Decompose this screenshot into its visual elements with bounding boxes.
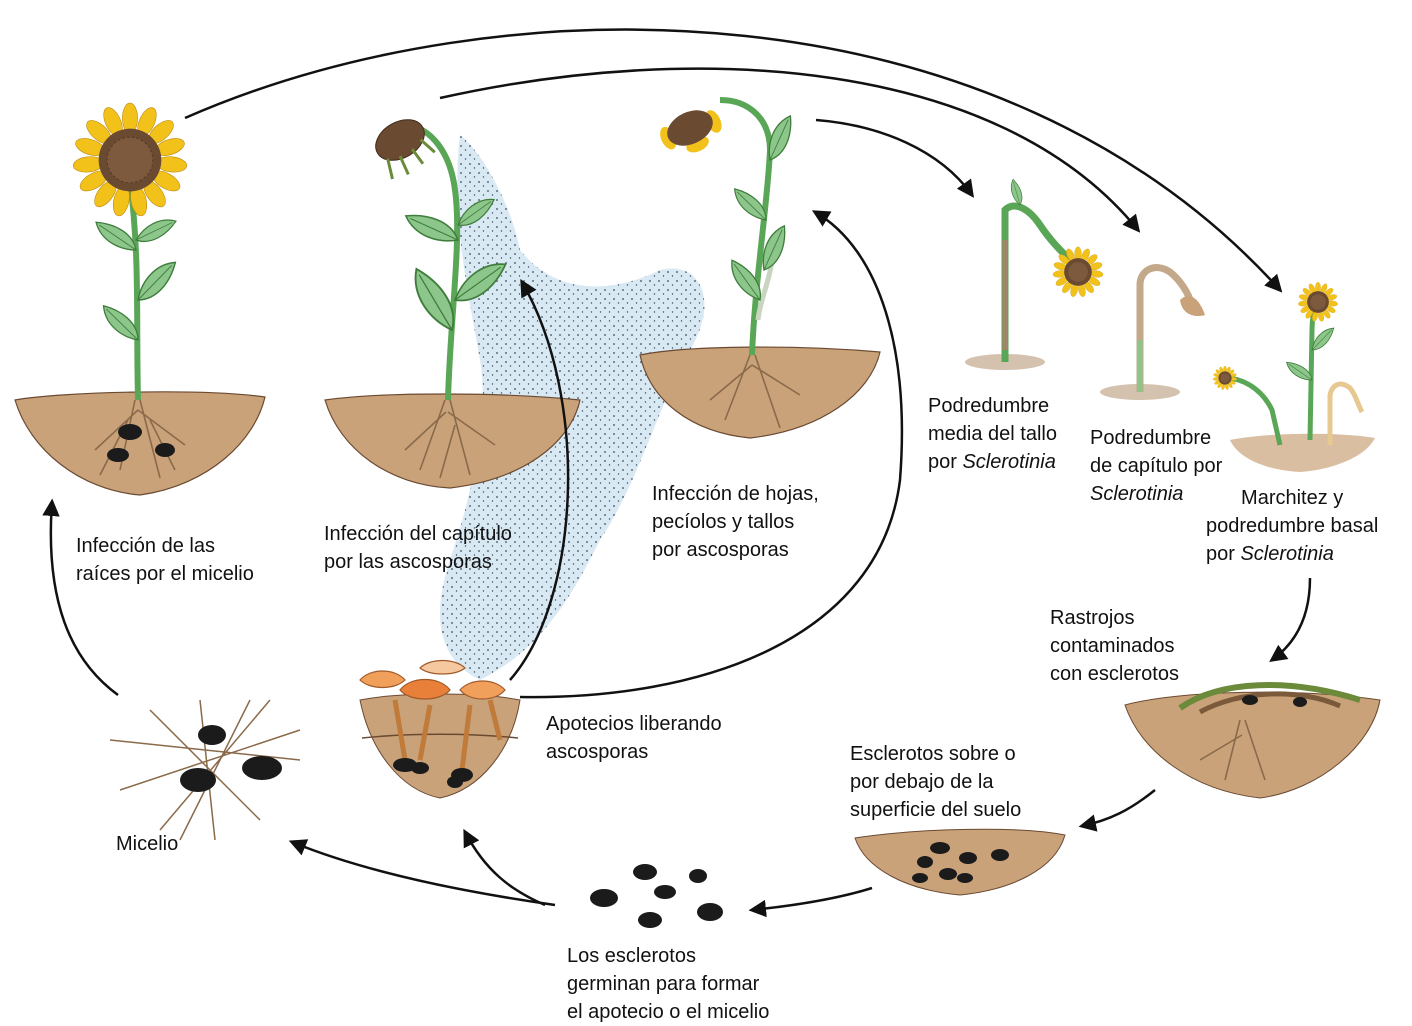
stubble-illustration (1125, 685, 1380, 798)
label-italic: Sclerotinia (1090, 483, 1183, 505)
label-italic: Sclerotinia (962, 451, 1055, 473)
label-line: Marchitez y (1206, 484, 1378, 512)
soil-sclerotia-illustration (855, 829, 1065, 895)
label-line: Micelio (116, 830, 178, 858)
label-line: el apotecio o el micelio (567, 998, 769, 1026)
label-line: pecíolos y tallos (652, 508, 819, 536)
label-capitulum-infection: Infección del capítulo por las ascospora… (324, 520, 512, 576)
label-line: superficie del suelo (850, 796, 1021, 824)
label-line: Los esclerotos (567, 942, 769, 970)
arrow-mycelium-to-roots (51, 502, 118, 695)
label-leaf-infection: Infección de hojas, pecíolos y tallos po… (652, 480, 819, 564)
label-line: podredumbre basal (1206, 512, 1378, 540)
label-line: Apotecios liberando (546, 710, 722, 738)
mycelium-illustration (110, 700, 300, 840)
arrow-capitulum-to-headrot (440, 69, 1138, 230)
label-line: Infección de hojas, (652, 480, 819, 508)
label-wilt: Marchitez y podredumbre basal por Sclero… (1206, 484, 1378, 568)
label-line: Esclerotos sobre o (850, 740, 1021, 768)
label-stem-rot: Podredumbre media del tallo por Scleroti… (928, 392, 1057, 476)
apothecia-illustration (360, 661, 520, 799)
arrow-germinate-to-mycelium (292, 842, 555, 905)
arrow-germinate-to-apothecia (465, 832, 545, 905)
label-apothecia: Apotecios liberando ascosporas (546, 710, 722, 766)
label-line: por las ascosporas (324, 548, 512, 576)
arrow-soil-to-germinate (752, 888, 872, 910)
label-line: media del tallo (928, 420, 1057, 448)
plant-4-stem-rot (965, 178, 1103, 370)
label-line: con esclerotos (1050, 660, 1179, 688)
label-roots-infection: Infección de las raíces por el micelio (76, 532, 254, 588)
plant-5-head-rot (1100, 268, 1205, 400)
label-line: por (928, 451, 962, 473)
label-line: Infección de las (76, 532, 254, 560)
arrow-leaves-to-stemrot (816, 120, 972, 195)
label-line: ascosporas (546, 738, 722, 766)
label-line: por debajo de la (850, 768, 1021, 796)
label-line: Podredumbre (928, 392, 1057, 420)
label-line: por (1206, 543, 1240, 565)
loose-sclerotia (590, 864, 723, 928)
label-line: Rastrojos (1050, 604, 1179, 632)
label-head-rot: Podredumbre de capítulo por Sclerotinia (1090, 424, 1222, 508)
label-line: Podredumbre (1090, 424, 1222, 452)
label-mycelium: Micelio (116, 830, 178, 858)
plant-1-healthy (15, 103, 265, 495)
arrow-stubble-to-soil (1082, 790, 1155, 826)
label-line: germinan para formar (567, 970, 769, 998)
arrow-wilt-to-stubble (1272, 578, 1310, 660)
label-line: raíces por el micelio (76, 560, 254, 588)
plant-6-wilt (1213, 282, 1375, 472)
label-stubble: Rastrojos contaminados con esclerotos (1050, 604, 1179, 688)
label-italic: Sclerotinia (1240, 543, 1333, 565)
label-line: de capítulo por (1090, 452, 1222, 480)
label-line: contaminados (1050, 632, 1179, 660)
label-germinate: Los esclerotos germinan para formar el a… (567, 942, 769, 1026)
label-line: Infección del capítulo (324, 520, 512, 548)
label-line: por ascosporas (652, 536, 819, 564)
label-soil-sclerotia: Esclerotos sobre o por debajo de la supe… (850, 740, 1021, 824)
